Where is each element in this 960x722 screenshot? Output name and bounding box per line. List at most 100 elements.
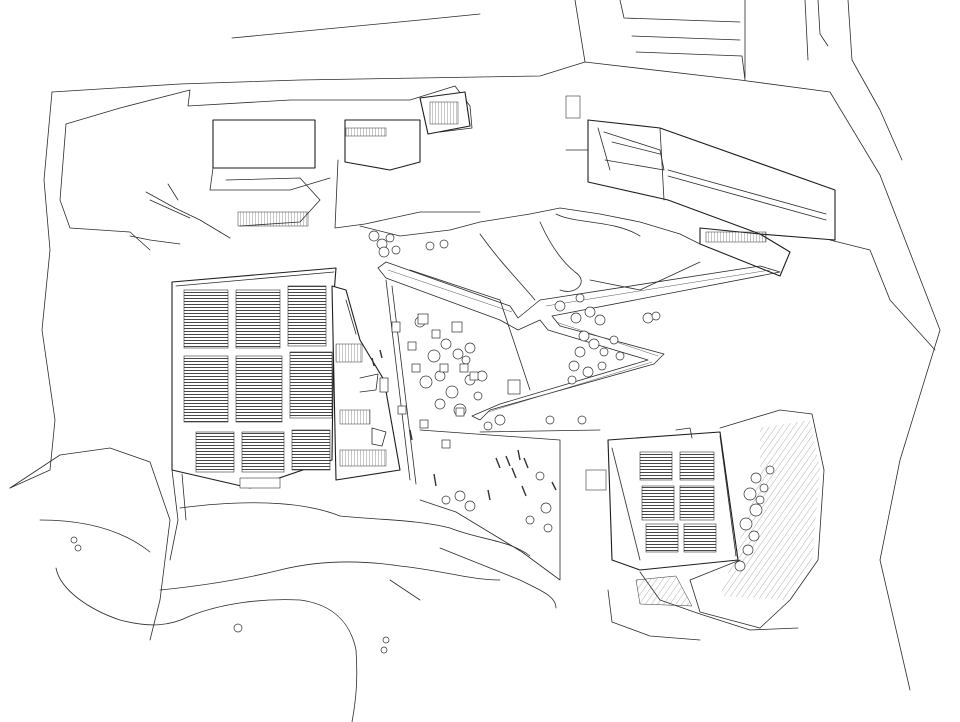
tree-icon — [582, 366, 594, 378]
tree-icon — [434, 398, 446, 410]
tree-icon — [742, 544, 754, 556]
kiosk-block — [439, 363, 449, 373]
kiosk-block — [411, 363, 421, 373]
tree-icon — [545, 415, 555, 425]
main-auditorium — [169, 267, 337, 561]
tree-icon — [419, 375, 433, 389]
kiosk-block — [441, 439, 451, 449]
kiosk-block — [391, 321, 401, 333]
kiosk-block — [417, 313, 429, 325]
bench — [409, 429, 413, 441]
tree-icon — [588, 338, 600, 350]
tree-icon — [440, 338, 452, 350]
tree-icon — [578, 330, 590, 342]
tree-icon — [233, 623, 243, 633]
tree-icon — [749, 503, 763, 517]
tree-icon — [391, 245, 401, 255]
tree-icon — [454, 490, 466, 502]
tree-icon — [748, 530, 760, 542]
tree-icon — [452, 348, 464, 360]
tree-icon — [567, 375, 577, 385]
bench — [517, 449, 521, 461]
tree-icon — [441, 495, 451, 505]
kiosk-block — [507, 379, 521, 395]
kiosk-block — [459, 363, 469, 373]
tree-icon — [651, 311, 661, 321]
tree-icon — [543, 523, 553, 533]
kiosk-block — [469, 371, 479, 381]
east-terraced-garden — [607, 409, 825, 641]
stage-wing — [331, 279, 417, 485]
tree-icon — [642, 312, 654, 324]
south-terrain — [39, 502, 557, 722]
bench — [487, 489, 491, 501]
tree-icon — [575, 293, 585, 303]
bench — [505, 455, 511, 467]
tree-icon — [425, 241, 435, 251]
tree-icon — [368, 230, 380, 242]
bench — [511, 467, 517, 479]
site-boundary — [9, 0, 941, 691]
kiosk-block — [431, 329, 441, 339]
plaza-benches — [371, 349, 557, 501]
tree-icon — [445, 385, 459, 399]
tree-icon — [568, 360, 580, 372]
tree-icon — [525, 515, 535, 525]
kiosk-block — [451, 321, 463, 333]
terrain-contours — [359, 207, 701, 301]
east-auditorium — [585, 427, 739, 571]
tree-symbols — [70, 230, 775, 654]
kiosk-block — [455, 407, 465, 417]
tree-icon — [765, 465, 775, 475]
tree-icon — [597, 361, 607, 371]
bench — [379, 349, 383, 359]
tree-icon — [378, 246, 390, 258]
tree-icon — [473, 391, 483, 401]
plaza-kiosks — [379, 313, 521, 449]
tree-icon — [750, 472, 762, 484]
plaza — [409, 269, 601, 581]
tree-icon — [570, 312, 582, 324]
tree-icon — [594, 314, 606, 326]
kiosk-block — [397, 405, 407, 415]
building-northeast-long — [565, 95, 836, 277]
tree-icon — [427, 349, 441, 363]
tree-icon — [535, 471, 545, 481]
tree-icon — [609, 335, 619, 345]
tree-icon — [439, 239, 449, 249]
tree-icon — [739, 517, 753, 531]
bench — [521, 485, 527, 497]
tree-icon — [615, 351, 625, 361]
tree-icon — [461, 355, 471, 365]
tree-icon — [540, 502, 552, 514]
tree-icon — [476, 370, 488, 382]
tree-icon — [74, 544, 82, 552]
building-northwest — [59, 85, 481, 251]
tree-icon — [599, 347, 609, 357]
bench — [551, 481, 557, 491]
tree-icon — [464, 342, 476, 354]
tree-icon — [385, 233, 395, 243]
bench — [495, 457, 501, 469]
tree-icon — [759, 483, 769, 493]
tree-icon — [554, 300, 566, 312]
kiosk-block — [379, 377, 389, 393]
tree-icon — [577, 415, 587, 425]
tree-icon — [494, 414, 506, 426]
tree-icon — [70, 536, 78, 544]
tree-icon — [574, 346, 586, 358]
tree-icon — [464, 500, 476, 512]
bench — [371, 357, 375, 367]
tree-icon — [584, 306, 596, 318]
tree-icon — [734, 560, 746, 572]
zigzag-ramp — [377, 261, 781, 421]
bench — [433, 473, 437, 487]
tree-icon — [380, 646, 388, 654]
tree-icon — [755, 495, 765, 505]
street-lines-north — [619, 0, 903, 161]
tree-icon — [382, 636, 390, 644]
kiosk-block — [419, 419, 429, 429]
tree-icon — [434, 370, 446, 382]
